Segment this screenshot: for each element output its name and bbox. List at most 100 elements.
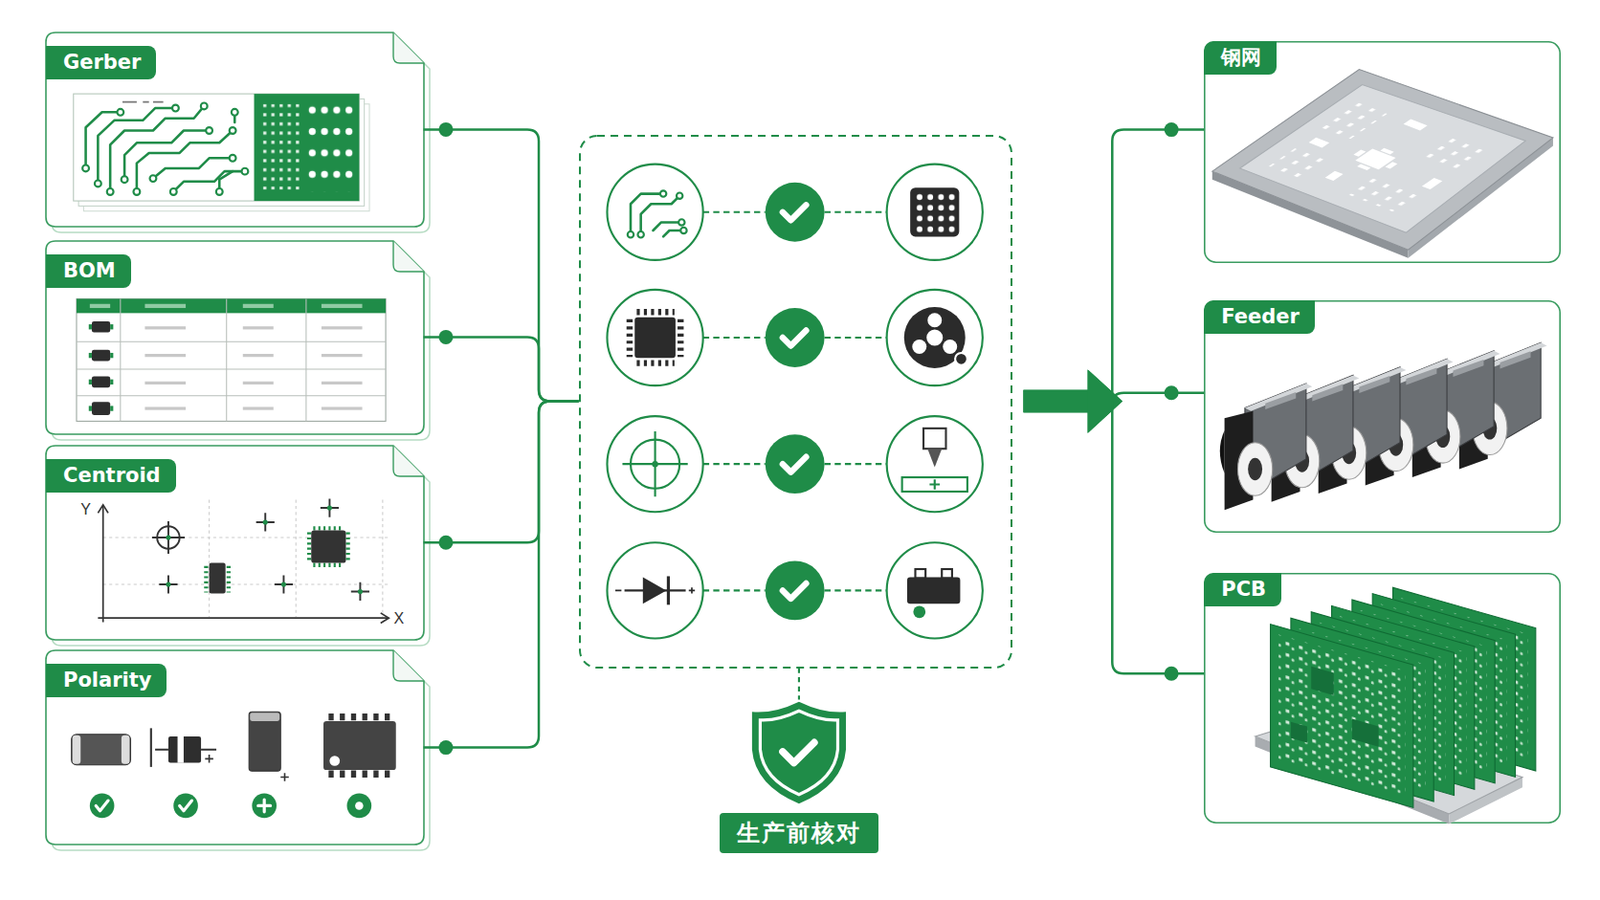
card-border — [1204, 574, 1560, 823]
stencil-illustration — [1379, 148, 1394, 156]
verification-shield — [798, 667, 800, 700]
check-rows — [606, 416, 703, 512]
check-rows — [703, 336, 888, 339]
bom-table — [144, 381, 186, 385]
bom-table — [91, 376, 111, 388]
bom-table — [144, 406, 186, 410]
pcb-stack — [1448, 777, 1523, 825]
polarity-components — [258, 800, 271, 813]
sheet-border — [45, 445, 424, 641]
bom-table — [89, 304, 363, 309]
connector — [1023, 370, 1205, 434]
document-card: Polarity — [45, 650, 424, 845]
pcb-stack — [1255, 736, 1450, 825]
polarity-components — [72, 735, 82, 765]
bom-table — [243, 406, 274, 410]
pcb-stack — [1372, 594, 1515, 778]
check-rows — [660, 190, 667, 197]
sheet-border — [45, 32, 424, 227]
check-rows — [941, 569, 953, 579]
bom-table — [76, 298, 386, 422]
branch-line — [1111, 130, 1204, 402]
check-rows — [641, 196, 681, 236]
check-rows — [765, 182, 825, 621]
polarity-components — [347, 794, 373, 820]
gerber-artwork — [86, 111, 121, 169]
connector-dot — [1164, 122, 1179, 137]
output-card: Feeder — [1203, 300, 1561, 534]
bom-table — [88, 405, 92, 411]
gerber-artwork — [107, 188, 114, 196]
check-rows — [652, 222, 682, 231]
branch-line — [1111, 393, 1204, 405]
gerber-artwork — [172, 105, 179, 112]
bom-table — [88, 324, 114, 412]
stencil-illustration — [1268, 145, 1334, 179]
stencil-illustration — [1265, 99, 1489, 215]
bom-table — [91, 321, 111, 416]
bom-table — [321, 304, 363, 309]
connector-dot — [438, 535, 453, 551]
check-rows — [910, 187, 959, 237]
stencil-illustration — [1403, 119, 1428, 132]
check-rows — [765, 182, 825, 243]
centroid-plot — [97, 505, 389, 624]
check-rows — [663, 230, 684, 237]
bom-table — [76, 298, 386, 422]
gerber-artwork — [121, 176, 129, 183]
polarity-components — [280, 773, 289, 782]
check-rows — [926, 329, 943, 346]
connector — [423, 122, 579, 402]
card-tab: BOM — [45, 254, 132, 289]
check-rows — [887, 416, 983, 512]
stencil-illustration — [1240, 85, 1527, 234]
polarity-components — [89, 794, 372, 820]
check-rows — [955, 353, 968, 366]
page-fold — [393, 650, 424, 682]
bom-table — [321, 354, 363, 357]
bom-table — [321, 406, 363, 410]
card-tab: Feeder — [1203, 300, 1315, 334]
centroid-plot — [205, 566, 228, 594]
check-rows — [911, 339, 927, 355]
gerber-artwork — [73, 93, 360, 201]
feeder-illustration — [1220, 383, 1313, 511]
bom-table — [76, 298, 386, 422]
connector-dot — [438, 122, 453, 137]
centroid-plot — [156, 526, 179, 549]
page-fold — [393, 445, 424, 477]
gerber-artwork — [170, 188, 178, 196]
big-arrow-head — [1088, 370, 1123, 434]
gerber-artwork — [219, 171, 233, 192]
big-arrow-shaft — [1023, 390, 1089, 413]
centroid-plot — [274, 575, 293, 594]
centroid-plot — [311, 530, 346, 563]
check-rows — [627, 190, 688, 238]
check-rows — [666, 576, 670, 605]
card-tab: 钢网 — [1203, 41, 1277, 75]
stencil-illustration — [1212, 69, 1554, 251]
connector — [1023, 370, 1205, 682]
big-arrow-head — [1088, 370, 1123, 434]
bom-table — [91, 401, 111, 416]
check-rows — [914, 569, 926, 579]
document-card: BOM — [45, 241, 424, 435]
node-outline — [1203, 300, 1561, 534]
document-card: Centroid — [45, 445, 424, 641]
sheet-border — [45, 241, 424, 435]
bom-table — [76, 298, 386, 313]
centroid-plot — [152, 498, 370, 601]
gerber-artwork — [82, 102, 248, 195]
axis-label: X — [394, 610, 405, 628]
check-rows — [622, 431, 688, 497]
check-rows — [782, 457, 807, 473]
gerber-artwork — [124, 130, 210, 179]
centroid-plot — [152, 521, 185, 555]
stencil-illustration — [1408, 137, 1554, 259]
check-rows — [887, 164, 983, 261]
check-rows — [912, 605, 926, 619]
polarity-components — [95, 800, 270, 813]
gerber-artwork — [205, 127, 213, 134]
gerber-artwork — [116, 109, 124, 116]
